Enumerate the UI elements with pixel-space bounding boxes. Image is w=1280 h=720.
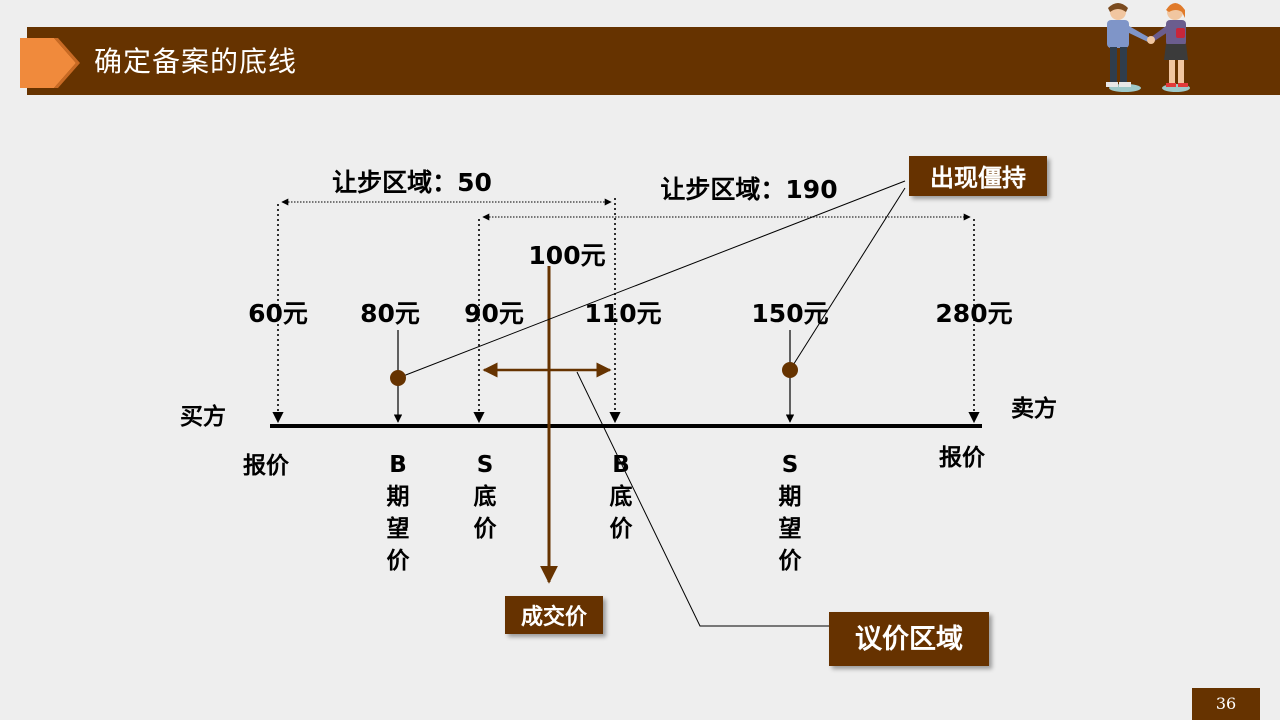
deal-price-label: 成交价	[521, 604, 588, 630]
callout-leaders	[397, 180, 906, 627]
title-banner	[27, 27, 1280, 95]
handshake-people-icon	[1106, 3, 1190, 92]
deal-price-value: 100元	[528, 241, 605, 270]
price-label-280: 280元	[935, 299, 1012, 328]
deadlock-callout: 出现僵持	[909, 156, 1047, 196]
price-guides	[272, 198, 980, 424]
deadlock-label: 出现僵持	[930, 164, 1026, 192]
deal-price-callout: 成交价	[505, 596, 603, 634]
bargain-zone-callout: 议价区域	[829, 612, 989, 666]
seller-label: 卖方	[1011, 395, 1057, 422]
chevron-marker-icon	[20, 38, 80, 88]
concession-seller-label: 让步区域：190	[660, 175, 837, 204]
price-label-110: 110元	[584, 299, 661, 328]
buyer-expectation-dot	[390, 370, 406, 386]
seller-expectation-dot	[782, 362, 798, 378]
price-label-60: 60元	[248, 299, 308, 328]
tag-280: 报价	[939, 445, 986, 471]
bargain-zone-leader	[576, 371, 830, 627]
price-label-80: 80元	[360, 299, 420, 328]
slide-title: 确定备案的底线	[94, 45, 298, 78]
price-label-150: 150元	[751, 299, 828, 328]
deadlock-leader-seller	[789, 187, 906, 371]
page-number: 36	[1192, 688, 1260, 720]
bargain-zone-label: 议价区域	[855, 624, 963, 655]
buyer-label: 买方	[180, 403, 226, 430]
concession-spans	[281, 198, 971, 221]
deadlock-leader-buyer	[397, 180, 906, 379]
concession-buyer-label: 让步区域：50	[332, 168, 492, 197]
price-label-90: 90元	[464, 299, 524, 328]
tag-60: 报价	[243, 453, 290, 479]
